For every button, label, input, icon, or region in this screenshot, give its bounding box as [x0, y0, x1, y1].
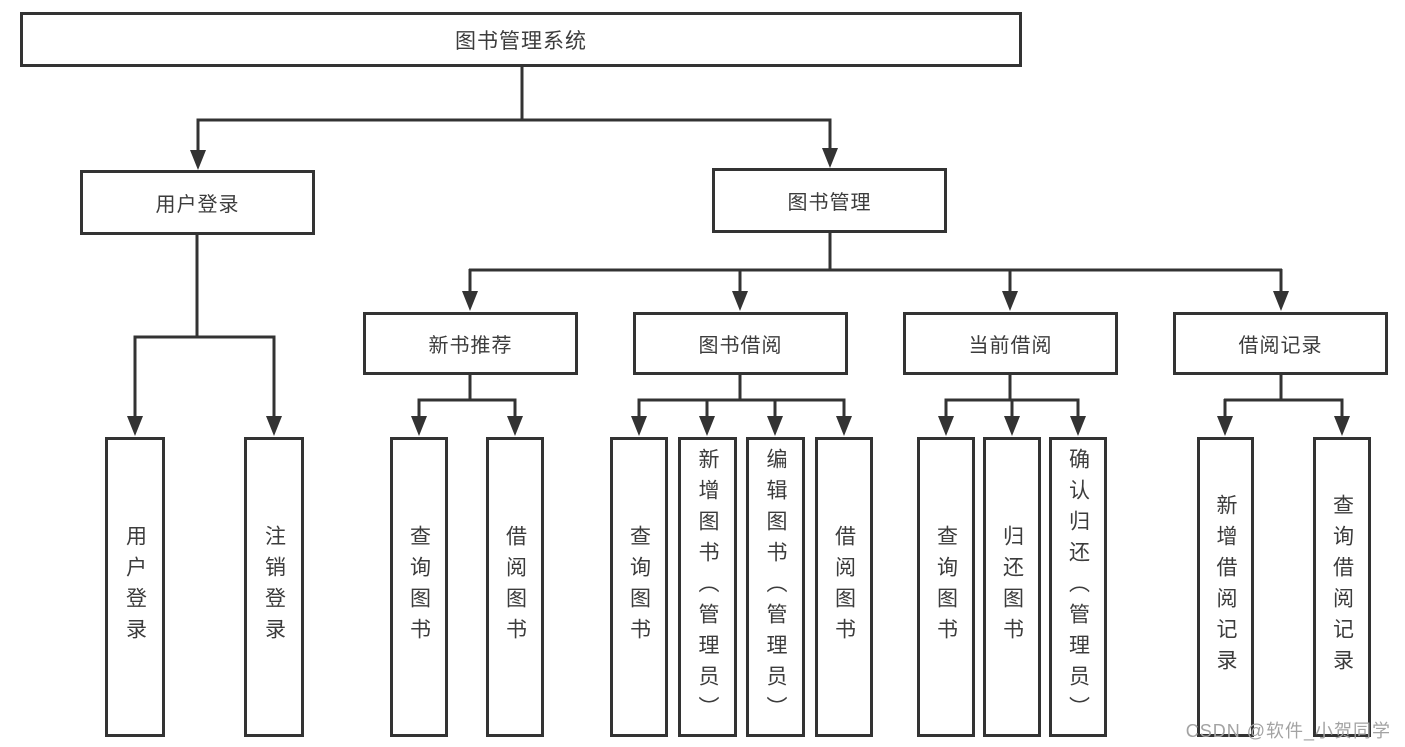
node-label: 查询借阅记录 — [1330, 494, 1354, 680]
node-label: 注销登录 — [262, 525, 286, 649]
node-book-borrowing: 图书借阅 — [633, 312, 848, 375]
leaf-query-books-2: 查询图书 — [610, 437, 668, 737]
leaf-borrow-books-2: 借阅图书 — [815, 437, 873, 737]
node-label: 借阅记录 — [1238, 335, 1323, 357]
leaf-query-books-1: 查询图书 — [390, 437, 448, 737]
node-label: 当前借阅 — [968, 335, 1053, 357]
node-label: 借阅图书 — [503, 525, 527, 649]
leaf-return-books: 归还图书 — [983, 437, 1041, 737]
leaf-add-books-admin: 新增图书（管理员） — [678, 437, 737, 737]
node-label: 确认归还（管理员） — [1066, 447, 1090, 727]
csdn-watermark: CSDN @软件_小贺同学 — [1185, 721, 1391, 741]
leaf-logout: 注销登录 — [244, 437, 304, 737]
node-user-login-branch: 用户登录 — [80, 170, 315, 235]
node-label: 查询图书 — [407, 525, 431, 649]
node-label: 用户登录 — [123, 525, 147, 649]
node-label: 查询图书 — [627, 525, 651, 649]
leaf-borrow-books-1: 借阅图书 — [486, 437, 544, 737]
leaf-query-borrow-record: 查询借阅记录 — [1313, 437, 1371, 737]
node-label: 归还图书 — [1000, 525, 1024, 649]
leaf-query-books-3: 查询图书 — [917, 437, 975, 737]
node-label: 新增图书（管理员） — [696, 447, 719, 727]
node-label: 编辑图书（管理员） — [764, 447, 787, 727]
leaf-add-borrow-record: 新增借阅记录 — [1197, 437, 1254, 737]
leaf-user-login: 用户登录 — [105, 437, 165, 737]
node-label: 新增借阅记录 — [1214, 494, 1237, 680]
leaf-confirm-return-admin: 确认归还（管理员） — [1049, 437, 1107, 737]
node-label: 借阅图书 — [832, 525, 856, 649]
node-book-management-branch: 图书管理 — [712, 168, 947, 233]
node-label: 查询图书 — [934, 525, 958, 649]
node-label: 图书借阅 — [698, 335, 783, 357]
node-label: 用户登录 — [155, 194, 240, 216]
leaf-edit-books-admin: 编辑图书（管理员） — [746, 437, 805, 737]
node-label: 新书推荐 — [428, 335, 513, 357]
node-borrow-records: 借阅记录 — [1173, 312, 1388, 375]
node-label: 图书管理 — [787, 192, 872, 214]
node-new-book-recommend: 新书推荐 — [363, 312, 578, 375]
node-current-borrowing: 当前借阅 — [903, 312, 1118, 375]
node-label: 图书管理系统 — [455, 29, 587, 53]
node-library-system: 图书管理系统 — [20, 12, 1022, 67]
